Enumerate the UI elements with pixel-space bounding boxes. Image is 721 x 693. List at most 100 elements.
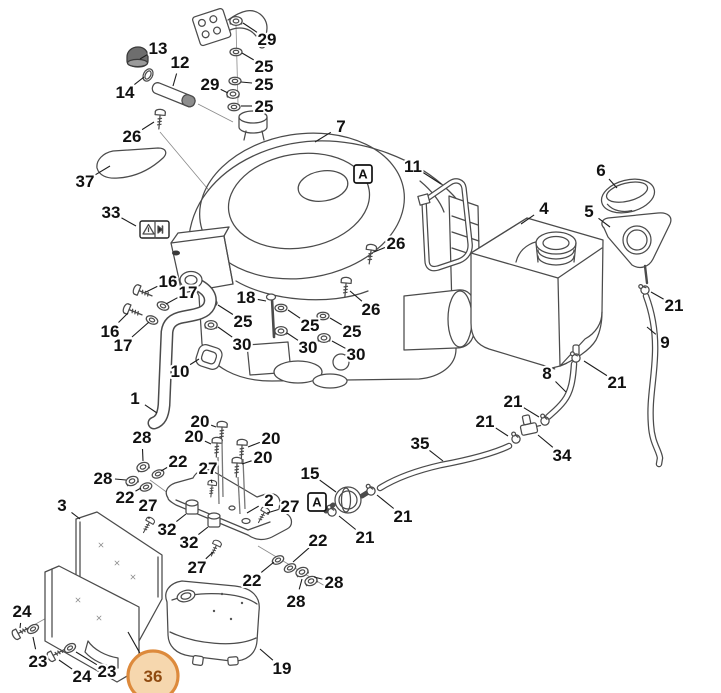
part-callout-19: 19: [259, 648, 293, 680]
part-callout-36[interactable]: 36: [126, 631, 180, 693]
part-callout-20: 20: [247, 427, 282, 450]
svg-text:21: 21: [356, 528, 375, 547]
svg-text:13: 13: [149, 39, 168, 58]
part-callout-29: 29: [199, 73, 229, 96]
part-callout-23: 23: [27, 636, 49, 673]
nut-28-a: [135, 460, 151, 474]
fuel-hose-35: [376, 442, 513, 492]
svg-text:17: 17: [179, 283, 198, 302]
part-callout-18: 18: [235, 286, 267, 309]
svg-text:7: 7: [336, 117, 345, 136]
part-callout-5: 5: [582, 200, 611, 228]
mount-plate-2: [165, 468, 293, 541]
part-callout-26: 26: [349, 290, 382, 321]
tank-bracket-5: [601, 212, 672, 285]
fuel-cap-6: [600, 178, 656, 214]
part-callout-15: 15: [299, 462, 337, 493]
part-callout-28: 28: [131, 426, 153, 462]
part-callout-26: 26: [373, 232, 407, 255]
part-callout-35: 35: [409, 432, 444, 462]
svg-text:12: 12: [171, 53, 190, 72]
manual-icon: [157, 225, 163, 234]
svg-text:24: 24: [73, 667, 92, 686]
part-callout-17: 17: [165, 281, 199, 305]
part-callout-28: 28: [92, 467, 127, 490]
part-callout-27: 27: [137, 494, 159, 520]
part-callout-32: 32: [156, 513, 187, 541]
svg-text:25: 25: [301, 316, 320, 335]
bolt-18: [265, 293, 277, 339]
part-callout-1: 1: [128, 387, 158, 414]
svg-text:27: 27: [281, 497, 300, 516]
part-callout-21: 21: [474, 410, 509, 437]
washer-17-a: [155, 299, 171, 313]
svg-text:27: 27: [188, 558, 207, 577]
part-callout-26: 26: [121, 121, 155, 148]
svg-text:25: 25: [343, 322, 362, 341]
svg-text:10: 10: [171, 362, 190, 381]
svg-text:23: 23: [29, 652, 48, 671]
svg-text:25: 25: [255, 97, 274, 116]
clamp-21-f: [325, 504, 338, 518]
part-callout-37: 37: [74, 165, 111, 193]
nut-30-b: [274, 325, 288, 337]
svg-text:22: 22: [309, 531, 328, 550]
engine-oil-cap: [238, 110, 268, 141]
part-callout-21: 21: [650, 291, 685, 317]
part-callout-30: 30: [331, 340, 367, 366]
part-callout-22: 22: [292, 529, 329, 563]
nut-30-c: [317, 332, 331, 344]
fuel-hose-9: [642, 292, 664, 468]
rubber-buffer-32-b: [207, 512, 221, 528]
screw-16-a: [131, 283, 155, 302]
svg-text:5: 5: [584, 202, 593, 221]
screw-26-a: [153, 108, 167, 131]
svg-text:14: 14: [116, 83, 135, 102]
svg-text:11: 11: [404, 157, 422, 176]
nut-28-d: [303, 574, 319, 588]
part-callout-7: 7: [314, 115, 348, 143]
part-callout-27: 27: [186, 551, 214, 579]
part-callout-24: 24: [58, 659, 94, 688]
svg-text:8: 8: [542, 364, 551, 383]
part-callout-29: 29: [242, 22, 278, 51]
svg-text:15: 15: [301, 464, 320, 483]
svg-text:20: 20: [185, 427, 204, 446]
svg-text:1: 1: [130, 389, 139, 408]
part-callout-20: 20: [183, 425, 212, 448]
part-callout-25: 25: [240, 73, 275, 96]
svg-text:37: 37: [76, 172, 95, 191]
nut-28-c: [294, 565, 310, 579]
part-callout-25: 25: [241, 52, 275, 78]
svg-text:28: 28: [133, 428, 152, 447]
svg-text:21: 21: [665, 296, 684, 315]
svg-text:26: 26: [387, 234, 406, 253]
svg-text:20: 20: [191, 412, 210, 431]
fuel-hose-8: [544, 360, 578, 421]
svg-text:34: 34: [553, 446, 572, 465]
part-callout-25: 25: [241, 95, 275, 118]
svg-text:20: 20: [254, 448, 273, 467]
highlight-circle: [126, 649, 180, 693]
ignition-connector: [191, 7, 268, 49]
svg-text:28: 28: [287, 592, 306, 611]
washer-22-b: [138, 480, 154, 494]
part-callout-24: 24: [11, 600, 34, 629]
svg-text:22: 22: [169, 452, 188, 471]
engine-illustration: [170, 110, 481, 389]
part-callout-22: 22: [160, 450, 189, 473]
nut-30-a: [204, 319, 218, 331]
screw-27-d: [139, 515, 157, 536]
svg-text:22: 22: [116, 488, 135, 507]
gasket-frame-11: [417, 178, 473, 272]
part-callout-33: 33: [100, 201, 137, 227]
svg-text:23: 23: [98, 662, 117, 681]
svg-text:30: 30: [299, 338, 318, 357]
part-callout-21: 21: [583, 360, 628, 394]
exhaust-pipe-1: [147, 270, 217, 430]
part-callout-28: 28: [313, 571, 345, 594]
part-callout-A: A: [353, 164, 373, 184]
svg-text:29: 29: [258, 30, 277, 49]
